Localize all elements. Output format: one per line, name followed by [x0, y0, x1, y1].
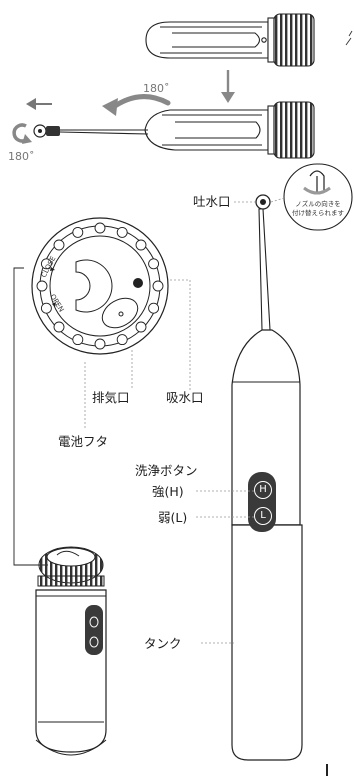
cap-scallop — [135, 321, 147, 333]
label-tank: タンク — [144, 636, 182, 651]
cap-scallop — [40, 302, 52, 314]
rotation-degree-left: 180˚ — [8, 150, 35, 163]
cap-scallop — [116, 226, 128, 238]
cap-scallop — [53, 239, 65, 251]
curved-arrow-icon — [102, 94, 171, 116]
bubble-caption: ノズルの向きを 付け替えられます — [285, 200, 351, 218]
label-spout: 吐水口 — [193, 194, 231, 209]
cap-scallop — [72, 226, 84, 238]
bubble-line-1: ノズルの向きを — [295, 200, 341, 208]
label-intake: 吸水口 — [166, 390, 204, 405]
arrow-left-icon — [26, 98, 52, 110]
battery-cap-diagram: CLOSE OPEN — [31, 217, 169, 355]
device-top-view — [145, 13, 315, 67]
cap-scallop — [116, 334, 128, 346]
bubble-line-2: 付け替えられます — [292, 209, 344, 217]
label-wash-button: 洗浄ボタン — [135, 463, 198, 478]
cap-scallop — [94, 338, 106, 350]
cap-scallop — [135, 239, 147, 251]
cap-scallop — [94, 222, 106, 234]
nozzle-tube — [258, 208, 271, 331]
arrow-down-icon — [221, 70, 235, 103]
nozzle-tip-icon — [33, 124, 60, 138]
cap-scallop — [148, 302, 160, 314]
strong-button-icon: H — [254, 481, 272, 499]
cap-scallop — [148, 258, 160, 270]
rotate-arrow-icon — [12, 123, 32, 144]
label-battery-cover: 電池フタ — [58, 434, 109, 449]
leader-lines — [84, 201, 255, 644]
device-nozzle-view — [59, 101, 315, 159]
cap-scallop — [72, 334, 84, 346]
cap-scallop — [53, 321, 65, 333]
label-strong: 強(H) — [152, 484, 184, 499]
cap-scallop — [36, 280, 48, 292]
label-exhaust: 排気口 — [92, 390, 130, 405]
cap-scallop — [40, 258, 52, 270]
spout-tip — [255, 194, 271, 210]
edge-mark — [345, 30, 353, 46]
device-bottom-left — [35, 546, 107, 756]
weak-button-icon: L — [254, 507, 272, 525]
label-weak: 弱(L) — [158, 510, 188, 525]
bidet-tank — [231, 524, 303, 761]
cap-scallop — [152, 280, 164, 292]
cap-leader-line — [13, 267, 48, 566]
nozzle-swap-bubble — [283, 163, 353, 231]
rotation-degree-top: 180˚ — [143, 82, 170, 95]
